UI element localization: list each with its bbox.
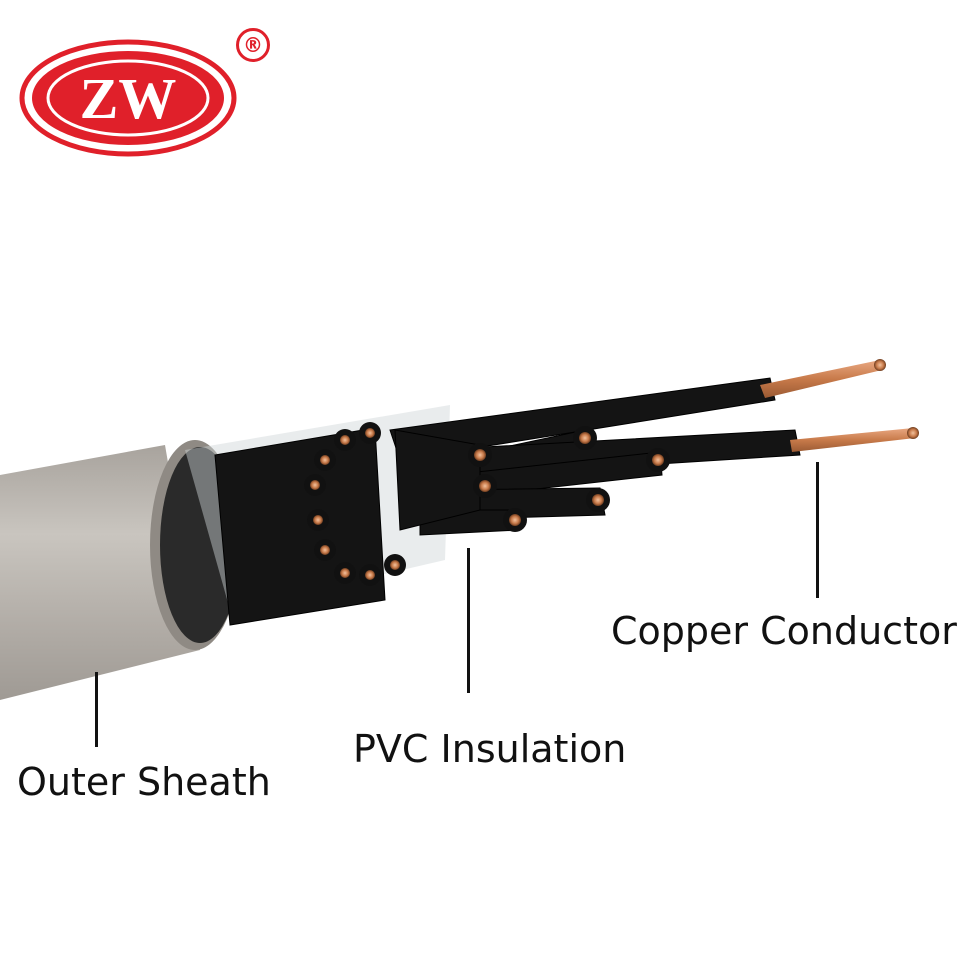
insulated-core-bundle <box>214 377 801 626</box>
logo-text: ZW <box>80 66 177 131</box>
brand-logo: ZW <box>18 38 238 158</box>
pvc-insulation-label: PVC Insulation <box>353 727 627 771</box>
core-ends <box>304 422 670 586</box>
copper-conductor-pointer <box>816 462 819 598</box>
copper-conductor-label: Copper Conductor <box>611 609 957 653</box>
outer-sheath-pointer <box>95 672 98 747</box>
registered-mark: ® <box>236 28 270 62</box>
outer-sheath-label: Outer Sheath <box>17 760 271 804</box>
pvc-insulation-pointer <box>467 548 470 693</box>
outer-sheath <box>0 445 200 700</box>
copper-conductors <box>760 359 919 452</box>
